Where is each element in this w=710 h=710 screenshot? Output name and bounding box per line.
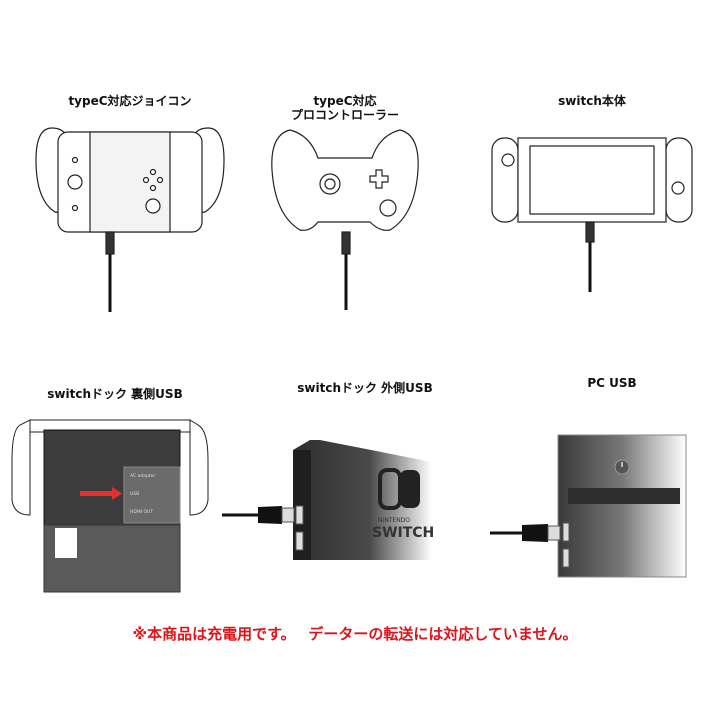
dock-back-illustration: AC adapter USB HDMI OUT xyxy=(11,419,209,593)
port-usb: USB xyxy=(130,491,139,497)
charging-only-notice: ※本商品は充電用です。 データーの転送には対応していません。 xyxy=(132,625,578,643)
dock-side-usb-label: switchドック 外側USB xyxy=(297,381,433,395)
pc-tower-illustration xyxy=(490,434,687,578)
pc-usb-label: PC USB xyxy=(587,376,637,390)
pro-controller-label-line1: typeC対応 xyxy=(313,94,377,108)
joycon-grip-label: typeC対応ジョイコン xyxy=(68,94,192,108)
red-arrow-icon xyxy=(80,491,114,496)
usb-port xyxy=(562,522,570,542)
switch-console-label: switch本体 xyxy=(558,94,626,108)
port-hdmi-out: HDMI OUT xyxy=(130,509,153,515)
dock-back-usb-label: switchドック 裏側USB xyxy=(47,387,183,401)
usb-port xyxy=(295,505,304,525)
switch-console-illustration xyxy=(491,137,693,292)
joycon-grip-illustration xyxy=(35,127,225,312)
pro-controller-label-line2: プロコントローラー xyxy=(290,108,400,122)
nintendo-logo-text: NINTENDO xyxy=(378,517,410,524)
switch-logo-text: SWITCH xyxy=(372,525,434,541)
port-ac-adapter: AC adapter xyxy=(130,473,155,479)
pro-controller-label: typeC対応 プロコントローラー xyxy=(291,94,399,122)
dock-side-illustration: NINTENDO SWITCH xyxy=(222,440,434,560)
usb-port xyxy=(295,531,304,551)
usb-port xyxy=(562,548,570,568)
pro-controller-illustration xyxy=(271,129,419,310)
